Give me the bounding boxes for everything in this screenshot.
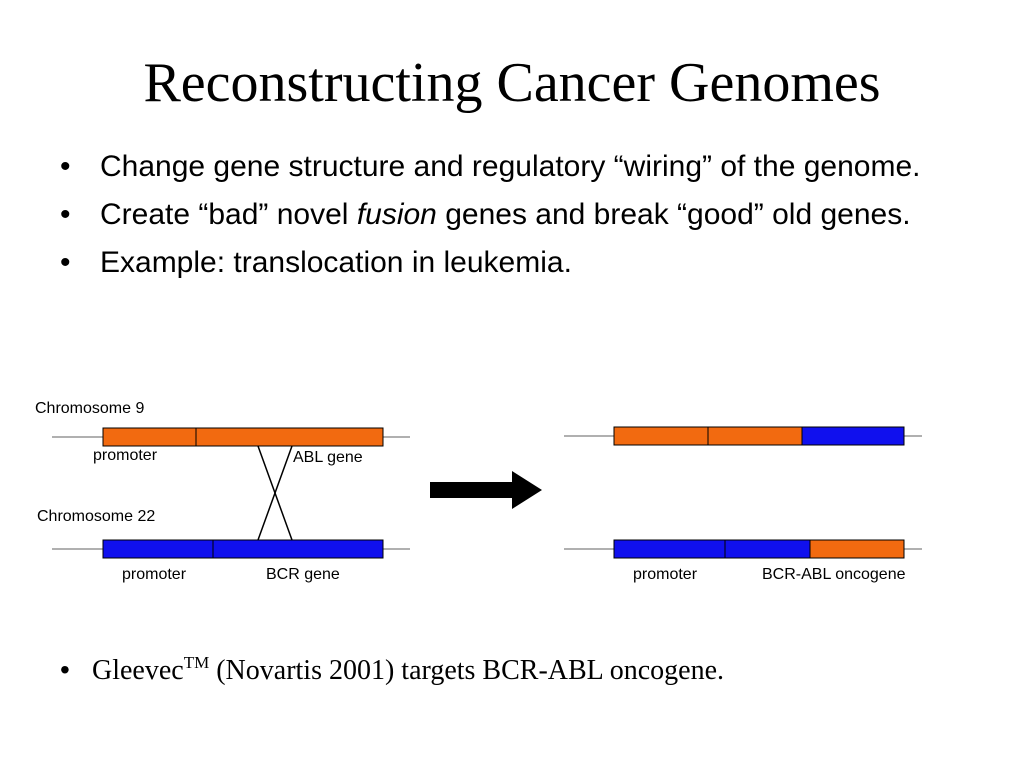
bullet-text: genes and break “good” old genes.: [436, 198, 911, 231]
promoter-label: promoter: [93, 447, 158, 464]
slide-title: Reconstructing Cancer Genomes: [143, 52, 881, 114]
abl-gene-segment: [195, 427, 384, 447]
chromosome-22-label: Chromosome 22: [37, 508, 156, 525]
bullet-item: • Change gene structure and regulatory “…: [60, 146, 960, 188]
trademark-superscript: TM: [183, 653, 210, 672]
bullet-text: Create “bad” novel: [100, 198, 357, 231]
bullet-dot: •: [60, 246, 71, 279]
gleevec-bullet: • GleevecTM (Novartis 2001) targets BCR-A…: [60, 650, 724, 691]
bcr-gene-segment: [212, 539, 384, 559]
chromosome-9-promoter-segment: [102, 427, 197, 447]
bullet-item: • Create “bad” novel fusion genes and br…: [60, 194, 960, 236]
fusion-bcr-segment: [724, 539, 811, 559]
bullet-item: • Example: translocation in leukemia.: [60, 242, 960, 284]
bullet-text: Example: translocation in leukemia.: [100, 246, 572, 279]
derivative-9-orange-segment: [613, 426, 709, 446]
abl-gene-label: ABL gene: [293, 449, 363, 466]
crossover-line: [257, 445, 293, 541]
chromosome-22-promoter-segment: [102, 539, 214, 559]
bullet-text: Change gene structure and regulatory “wi…: [100, 150, 921, 183]
derivative-9-blue-segment: [801, 426, 905, 446]
bullet-dot: •: [60, 654, 70, 685]
gleevec-rest-text: (Novartis 2001) targets BCR-ABL oncogene…: [209, 655, 725, 686]
right-arrow-icon: [430, 471, 542, 509]
bullet-list: • Change gene structure and regulatory “…: [60, 146, 960, 290]
promoter-label: promoter: [122, 566, 187, 583]
derivative-9-orange-segment: [707, 426, 803, 446]
chromosome-9-label: Chromosome 9: [35, 400, 145, 417]
promoter-label: promoter: [633, 566, 698, 583]
bcr-abl-oncogene-label: BCR-ABL oncogene: [762, 566, 906, 583]
bullet-dot: •: [60, 150, 71, 183]
fusion-abl-segment: [809, 539, 905, 559]
bullet-dot: •: [60, 198, 71, 231]
bcr-gene-label: BCR gene: [266, 566, 340, 583]
bullet-italic-text: fusion: [356, 198, 437, 231]
fusion-promoter-segment: [613, 539, 726, 559]
gleevec-text: Gleevec: [92, 655, 184, 686]
